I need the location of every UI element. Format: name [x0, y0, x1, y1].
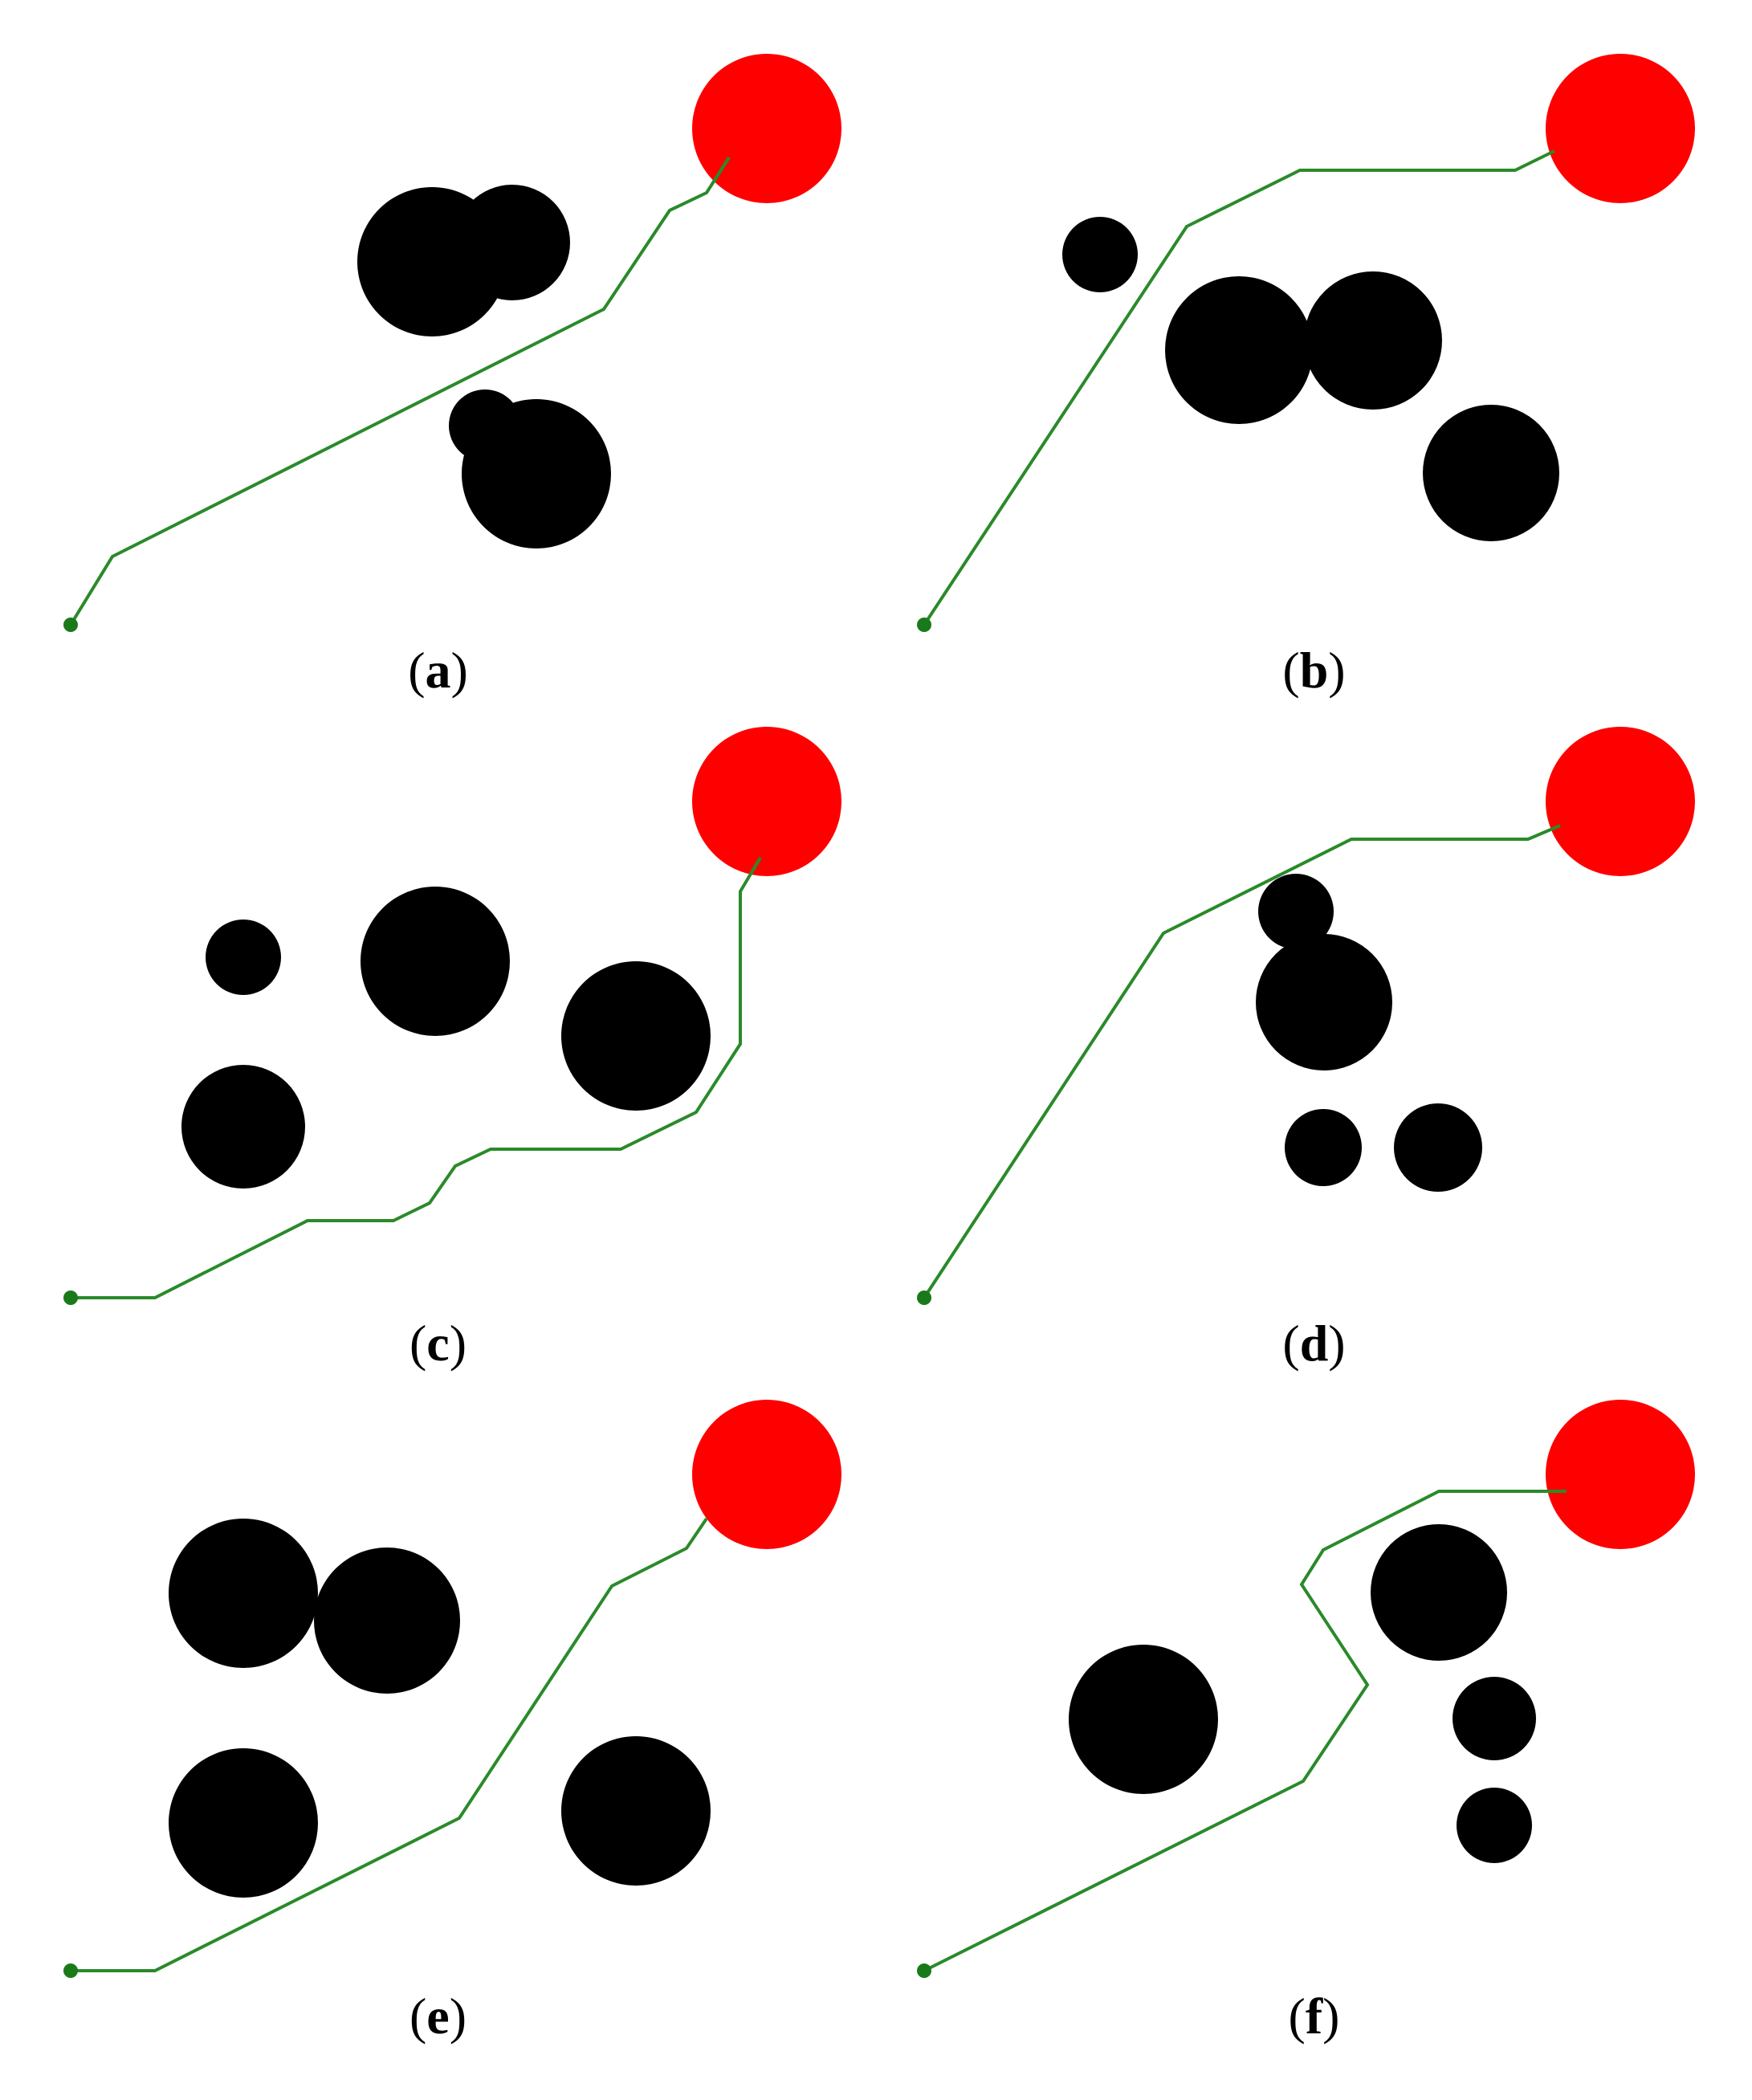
panel-a: (a) [0, 0, 876, 700]
panel-f: (f) [876, 1346, 1752, 2046]
panel-b: (b) [876, 0, 1752, 700]
panel-f-caption: (f) [1288, 1988, 1340, 2045]
obstacle [361, 887, 510, 1036]
goal-circle [692, 727, 841, 876]
obstacle [1069, 1645, 1218, 1794]
planned-path [71, 856, 762, 1299]
obstacle [561, 961, 711, 1111]
obstacle [1457, 1788, 1532, 1863]
obstacle [314, 1547, 460, 1694]
obstacle [181, 1065, 305, 1189]
panel-a-plot [63, 54, 841, 632]
obstacle [561, 1736, 711, 1886]
start-point [63, 1291, 78, 1305]
goal-circle [1546, 54, 1695, 203]
panel-a-caption: (a) [408, 642, 468, 699]
panel-e-caption: (e) [409, 1988, 467, 2045]
obstacle [169, 1748, 318, 1898]
start-point [917, 1963, 931, 1978]
start-point [917, 1291, 931, 1305]
panel-e-plot [63, 1400, 841, 1978]
obstacle [1256, 934, 1392, 1070]
goal-circle [1546, 727, 1695, 876]
panel-c: (c) [0, 673, 876, 1373]
obstacle [1285, 1109, 1362, 1186]
goal-circle [692, 1400, 841, 1549]
obstacle [1165, 276, 1313, 424]
obstacle [1258, 874, 1334, 949]
obstacle [462, 399, 611, 548]
obstacle [454, 185, 570, 300]
start-point [63, 618, 78, 632]
panel-d: (d) [876, 673, 1752, 1373]
planned-path [923, 1490, 1567, 1972]
panel-b-plot [917, 54, 1695, 632]
planned-path [923, 149, 1555, 626]
goal-circle [1546, 1400, 1695, 1549]
obstacle [1304, 271, 1442, 410]
planned-path [69, 156, 731, 626]
obstacle [1423, 405, 1559, 541]
start-point [917, 618, 931, 632]
panel-c-plot [63, 727, 841, 1305]
start-point [63, 1963, 78, 1978]
panel-c-caption: (c) [409, 1315, 467, 1372]
panel-d-caption: (d) [1282, 1315, 1346, 1372]
obstacle [169, 1519, 318, 1668]
planned-path [923, 824, 1561, 1299]
obstacle [206, 920, 281, 995]
obstacle [1062, 217, 1138, 292]
obstacle [1371, 1524, 1507, 1661]
panel-e: (e) [0, 1346, 876, 2046]
panel-f-plot [917, 1400, 1695, 1978]
obstacle [1394, 1103, 1482, 1192]
goal-circle [692, 54, 841, 203]
obstacle [1453, 1677, 1536, 1760]
panel-d-plot [917, 727, 1695, 1305]
planned-path [71, 1517, 708, 1972]
panel-b-caption: (b) [1282, 642, 1346, 699]
